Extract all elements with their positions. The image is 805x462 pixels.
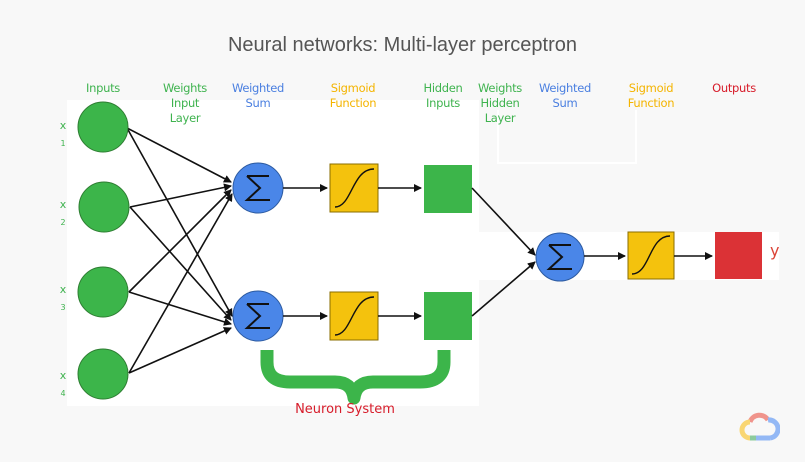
input-var: x: [59, 283, 67, 296]
label-inputs: Inputs: [86, 81, 120, 95]
weight-edge: [128, 291, 232, 326]
input-sub: 2: [60, 218, 66, 227]
panel-outline: [497, 110, 637, 164]
weight-edge: [129, 206, 232, 321]
input-sub: 4: [60, 389, 66, 398]
label-sigmoid-function-1: Sigmoid Function: [329, 81, 377, 110]
input-node-1: [77, 101, 129, 153]
label-weights-hidden-layer: Weights Hidden Layer: [478, 81, 522, 125]
sigmoid-curve-icon: [334, 168, 375, 208]
weight-edge: [128, 189, 232, 293]
output-label-y: y: [770, 241, 780, 260]
sum-node-output: [535, 232, 585, 282]
sigmoid-box-2: [329, 291, 379, 341]
weight-edge: [128, 193, 233, 374]
input-var: x: [59, 119, 67, 132]
hidden-input-box-2: [424, 292, 472, 340]
sigma-icon: [244, 175, 270, 201]
sigma-icon: [244, 303, 270, 329]
input-node-3: [77, 266, 129, 318]
sigmoid-box-output: [627, 231, 675, 280]
label-weighted-sum-2: Weighted Sum: [538, 81, 592, 110]
sigmoid-curve-icon: [631, 235, 671, 275]
label-outputs: Outputs: [712, 81, 756, 95]
weight-edge: [126, 127, 232, 183]
input-node-2: [78, 181, 130, 233]
google-cloud-icon: [739, 412, 780, 441]
weight-edge: [129, 183, 232, 208]
hidden-input-box-1: [424, 165, 472, 213]
sum-node-1: [232, 162, 284, 214]
input-weights: [126, 127, 233, 374]
weight-edge: [128, 327, 232, 374]
sigmoid-box-1: [329, 163, 379, 213]
sigmoid-curve-icon: [334, 296, 375, 336]
output-box: [715, 232, 762, 279]
sigma-icon: [546, 244, 572, 270]
weight-edge: [471, 187, 536, 256]
label-hidden-inputs: Hidden Inputs: [423, 81, 463, 110]
neuron-system-brace: [260, 350, 451, 405]
input-var: x: [59, 198, 67, 211]
input-var: x: [59, 369, 67, 382]
neuron-system-label: Neuron System: [295, 402, 395, 417]
label-weighted-sum-1: Weighted Sum: [231, 81, 285, 110]
weight-edge: [126, 127, 233, 317]
slide-title: Neural networks: Multi-layer perceptron: [227, 34, 578, 56]
label-sigmoid-function-2: Sigmoid Function: [627, 81, 675, 110]
label-weights-input-layer: Weights Input Layer: [163, 81, 207, 125]
input-sub: 3: [60, 303, 66, 312]
input-sub: 1: [60, 139, 66, 148]
sum-node-2: [232, 290, 284, 342]
weight-edge: [471, 261, 536, 317]
input-node-4: [77, 348, 129, 400]
